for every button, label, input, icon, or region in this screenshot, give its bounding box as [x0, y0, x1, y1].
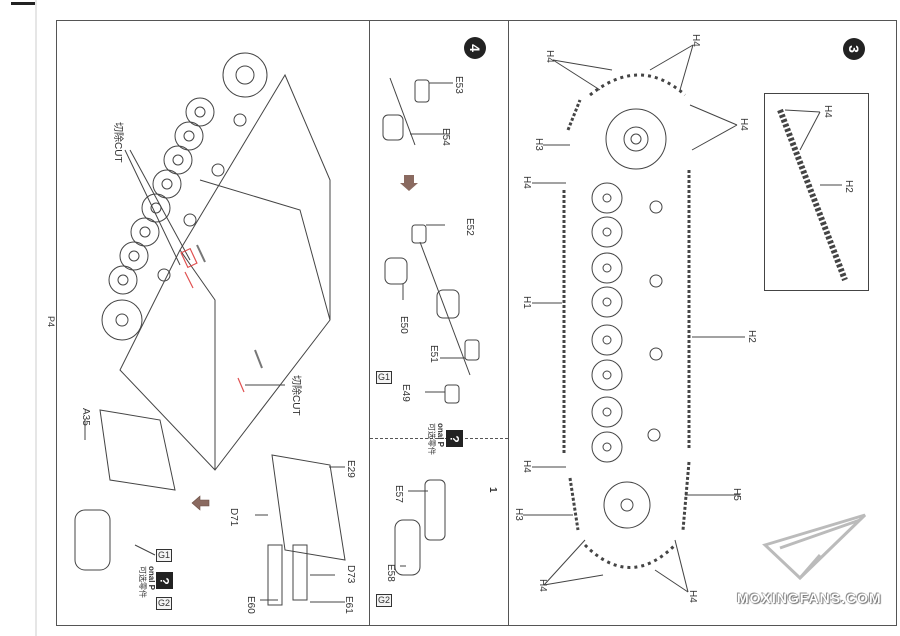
panel-divider-right	[508, 20, 509, 626]
panel-divider-left	[369, 20, 370, 626]
part-e60	[267, 544, 283, 606]
option-box-g2-step4: G2	[376, 594, 393, 607]
watermark-text: MOXINGFANS.COM	[737, 590, 882, 606]
track-run-h3-lower	[568, 477, 580, 531]
option-box-g1-step4: G1	[376, 371, 393, 384]
track-links-bottom	[583, 543, 677, 569]
road-wheel-pairs	[591, 182, 623, 463]
part-e61	[292, 544, 308, 601]
option-box-g2: G2	[156, 597, 173, 610]
plate-e29	[271, 454, 346, 561]
direction-arrow-down	[400, 175, 418, 191]
step-4-badge: 4	[464, 37, 486, 59]
page-spine	[35, 0, 37, 636]
road-wheels	[108, 97, 215, 295]
instruction-frame	[56, 20, 897, 626]
idler-wheel-step3	[603, 481, 651, 529]
step4-dashed-divider	[370, 438, 508, 439]
sprocket-wheel	[605, 108, 667, 170]
exhaust-muffler	[74, 509, 111, 571]
cut-hatches	[196, 244, 263, 369]
inset-track-strip	[777, 108, 848, 282]
step-3-badge: 3	[843, 38, 865, 60]
track-links-top	[589, 73, 686, 97]
track-run-h3-upper	[566, 99, 582, 131]
optional-part-badge-step4: ?	[446, 430, 463, 447]
track-run-h5	[681, 461, 691, 531]
track-detail-inset	[764, 93, 869, 291]
option-box-g1: G1	[156, 549, 173, 562]
idler-wheel	[101, 299, 143, 341]
rear-plate-a35-assembly	[99, 409, 176, 491]
drive-sprocket	[222, 52, 268, 98]
return-rollers	[647, 200, 663, 442]
page-corner-mark	[11, 2, 36, 5]
optional-part-badge: ?	[156, 572, 173, 589]
cut-marks	[180, 247, 245, 393]
